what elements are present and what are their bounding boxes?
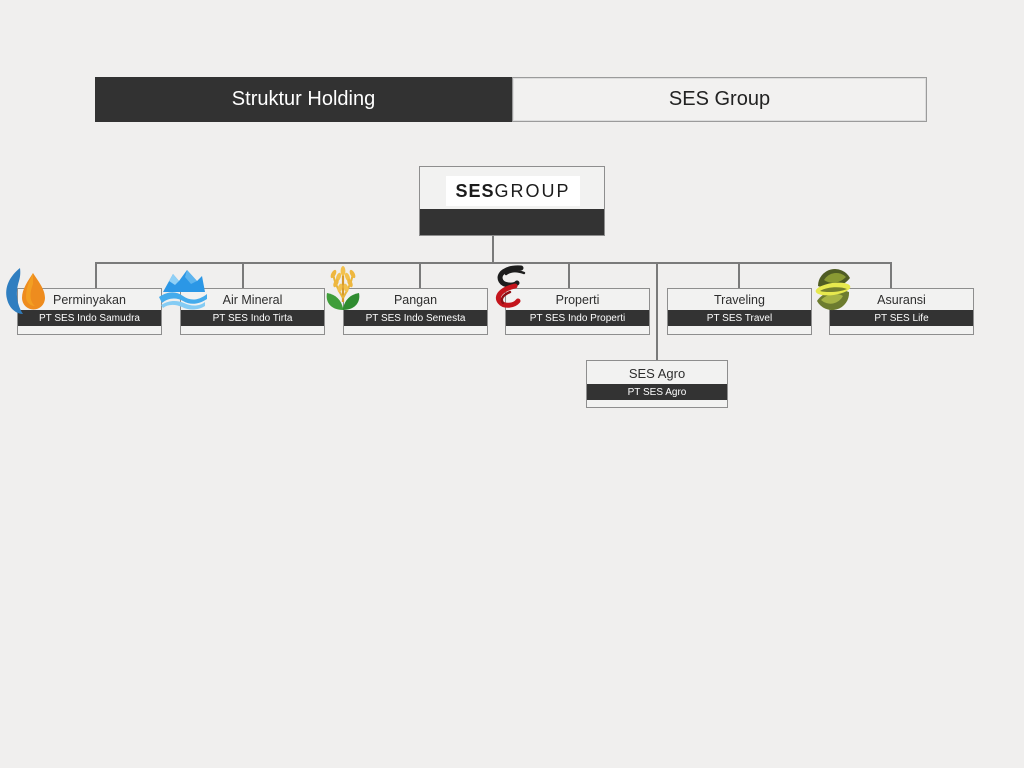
tab-struktur-holding[interactable]: Struktur Holding xyxy=(95,77,512,122)
connector-root-stem xyxy=(492,236,494,263)
company-label: PT SES Agro xyxy=(587,384,727,400)
division-label: Asuransi xyxy=(877,293,926,307)
connector-drop-pangan xyxy=(419,264,421,288)
connector-drop-ses-agro xyxy=(656,264,658,360)
company-label: PT SES Indo Tirta xyxy=(181,310,324,326)
company-label: PT SES Indo Properti xyxy=(506,310,649,326)
logo-text-light: GROUP xyxy=(494,180,571,201)
connector-drop-air-mineral xyxy=(242,264,244,288)
division-label: SES Agro xyxy=(628,365,686,381)
connector-drop-properti xyxy=(568,264,570,288)
s-sphere-icon xyxy=(815,269,851,311)
connector-drop-traveling xyxy=(738,264,740,288)
root-accent-bar xyxy=(420,209,604,235)
tab-ses-group-label: SES Group xyxy=(668,88,771,110)
connector-drop-asuransi xyxy=(890,264,892,288)
division-label: Traveling xyxy=(714,293,765,307)
node-footer-strip xyxy=(506,326,649,334)
node-footer-strip xyxy=(587,400,727,407)
tab-struktur-holding-label: Struktur Holding xyxy=(231,88,376,110)
node-footer-strip xyxy=(830,326,973,334)
node-footer-strip xyxy=(181,326,324,334)
division-label: Properti xyxy=(555,293,600,307)
division-label: Perminyakan xyxy=(53,293,126,307)
connector-horizontal-bar xyxy=(95,262,892,264)
node-footer-strip xyxy=(18,326,161,334)
org-node-traveling[interactable]: Traveling PT SES Travel xyxy=(667,288,812,335)
oil-flame-icon xyxy=(6,268,45,314)
org-node-properti[interactable]: Properti PT SES Indo Properti xyxy=(505,288,650,335)
connector-drop-perminyakan xyxy=(95,264,97,288)
division-label: Pangan xyxy=(393,293,438,307)
node-footer-strip xyxy=(344,326,487,334)
wheat-hands-icon xyxy=(326,266,360,310)
company-label: PT SES Indo Semesta xyxy=(344,310,487,326)
org-node-air-mineral[interactable]: Air Mineral PT SES Indo Tirta xyxy=(180,288,325,335)
company-label: PT SES Life xyxy=(830,310,973,326)
org-node-ses-agro[interactable]: SES Agro PT SES Agro xyxy=(586,360,728,408)
org-node-asuransi[interactable]: Asuransi PT SES Life xyxy=(829,288,974,335)
division-label: Air Mineral xyxy=(222,293,283,307)
tab-ses-group[interactable]: SES Group xyxy=(512,77,927,122)
company-label: PT SES Indo Samudra xyxy=(18,310,161,326)
water-mountain-icon xyxy=(159,270,207,310)
logo-text-bold: SES xyxy=(455,180,495,201)
node-footer-strip xyxy=(668,326,811,334)
s-flame-icon xyxy=(495,265,526,308)
org-node-pangan[interactable]: Pangan PT SES Indo Semesta xyxy=(343,288,488,335)
company-label: PT SES Travel xyxy=(668,310,811,326)
